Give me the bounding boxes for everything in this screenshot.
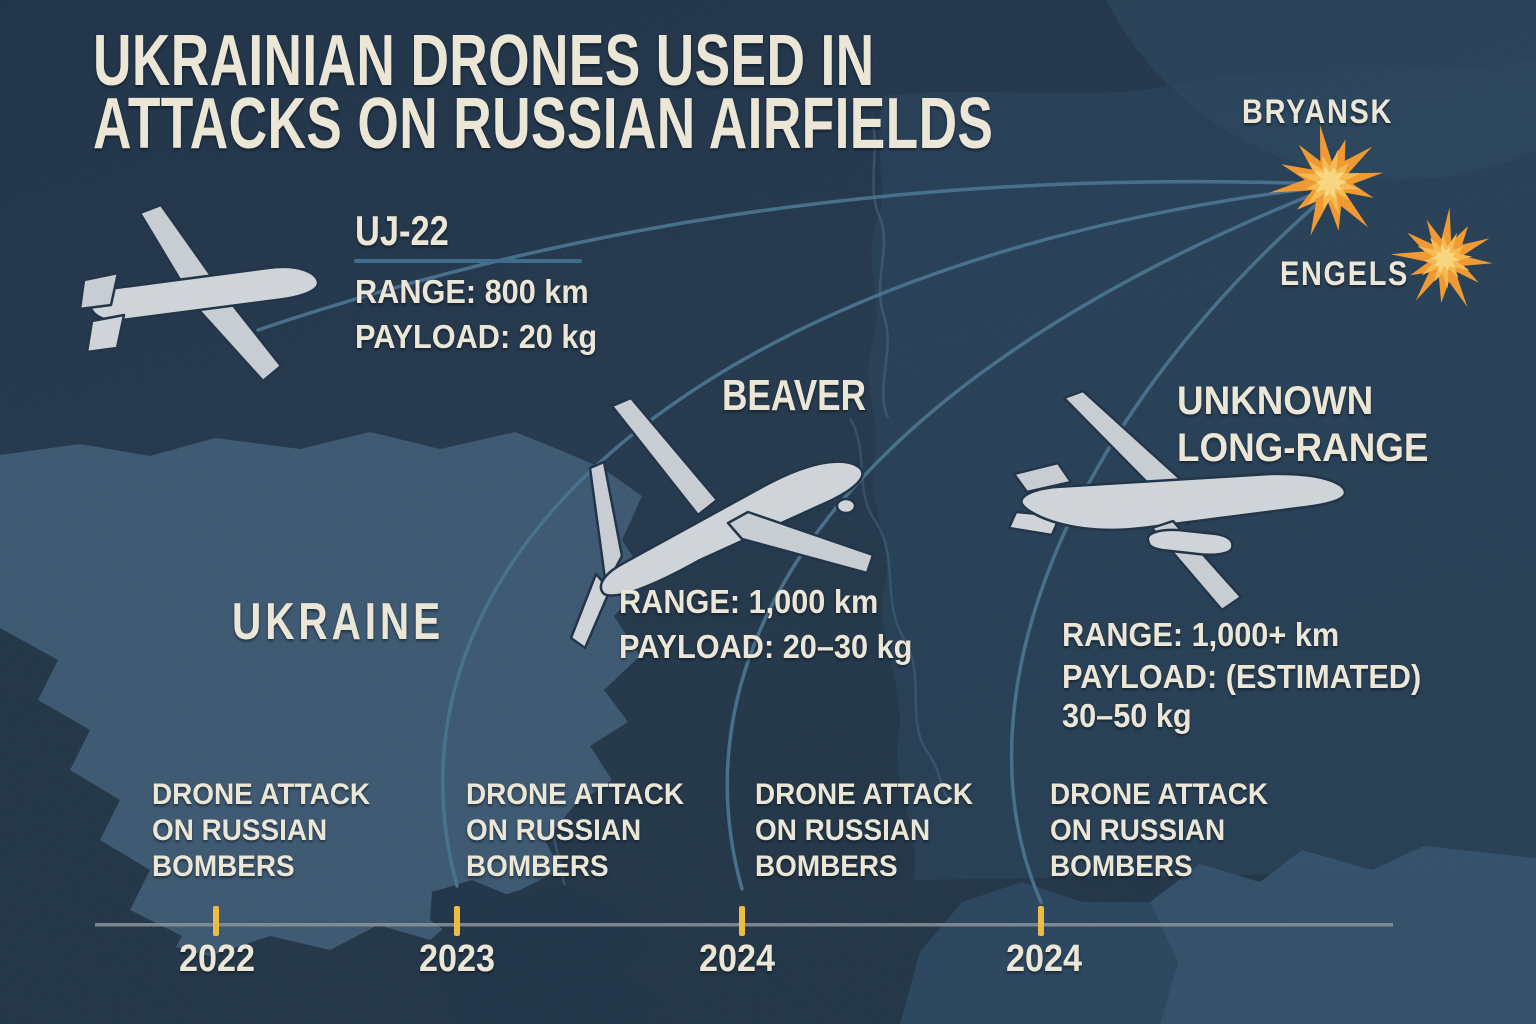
timeline-label-line: ON RUSSIAN — [755, 814, 931, 847]
target-label-engels: ENGELS — [1280, 255, 1410, 293]
timeline-label-line: DRONE ATTACK — [1050, 778, 1269, 811]
drone-unknown-name-line2: LONG-RANGE — [1177, 426, 1429, 470]
timeline-label-line: DRONE ATTACK — [466, 778, 685, 811]
drone-uj22-underline — [354, 259, 582, 263]
timeline-event-label-2023: DRONE ATTACK ON RUSSIAN BOMBERS — [466, 777, 684, 885]
timeline-event-label-2024b: DRONE ATTACK ON RUSSIAN BOMBERS — [1050, 777, 1268, 885]
timeline-label-line: DRONE ATTACK — [152, 778, 371, 811]
drone-unknown-name: UNKNOWN LONG-RANGE — [1177, 378, 1428, 472]
drone-uj22-name: UJ-22 — [355, 207, 449, 254]
year-label-2022: 2022 — [179, 938, 256, 980]
year-label-2024a: 2024 — [699, 938, 776, 980]
drone-unknown-range: RANGE: 1,000+ km — [1062, 616, 1340, 653]
drone-beaver-payload: PAYLOAD: 20–30 kg — [619, 628, 913, 665]
timeline-label-line: ON RUSSIAN — [466, 814, 642, 847]
drone-unknown-payload-line2: 30–50 kg — [1062, 697, 1192, 734]
timeline-label-line: BOMBERS — [755, 850, 898, 883]
drone-beaver-range: RANGE: 1,000 km — [619, 583, 879, 620]
page-title: UKRAINIAN DRONES USED IN ATTACKS ON RUSS… — [93, 21, 994, 164]
timeline-label-line: BOMBERS — [1050, 850, 1193, 883]
drone-unknown-name-line1: UNKNOWN — [1177, 379, 1374, 423]
drone-uj22-range: RANGE: 800 km — [355, 273, 589, 310]
timeline-label-line: ON RUSSIAN — [1050, 814, 1226, 847]
drone-unknown-payload-line1: PAYLOAD: (ESTIMATED) — [1062, 658, 1422, 695]
page-title-line2: ATTACKS ON RUSSIAN AIRFIELDS — [93, 84, 994, 164]
timeline-label-line: BOMBERS — [152, 850, 295, 883]
timeline-label-line: ON RUSSIAN — [152, 814, 328, 847]
year-label-2023: 2023 — [419, 938, 496, 980]
year-label-2024b: 2024 — [1006, 938, 1083, 980]
target-label-bryansk: BRYANSK — [1242, 93, 1394, 131]
page-title-line1: UKRAINIAN DRONES USED IN — [93, 21, 875, 101]
timeline-label-line: BOMBERS — [466, 850, 609, 883]
timeline-event-label-2024a: DRONE ATTACK ON RUSSIAN BOMBERS — [755, 777, 973, 885]
timeline-event-label-2022: DRONE ATTACK ON RUSSIAN BOMBERS — [152, 777, 370, 885]
timeline-label-line: DRONE ATTACK — [755, 778, 974, 811]
drone-uj22-payload: PAYLOAD: 20 kg — [355, 318, 598, 355]
country-label-ukraine: UKRAINE — [232, 593, 445, 651]
drone-beaver-name: BEAVER — [722, 371, 867, 420]
